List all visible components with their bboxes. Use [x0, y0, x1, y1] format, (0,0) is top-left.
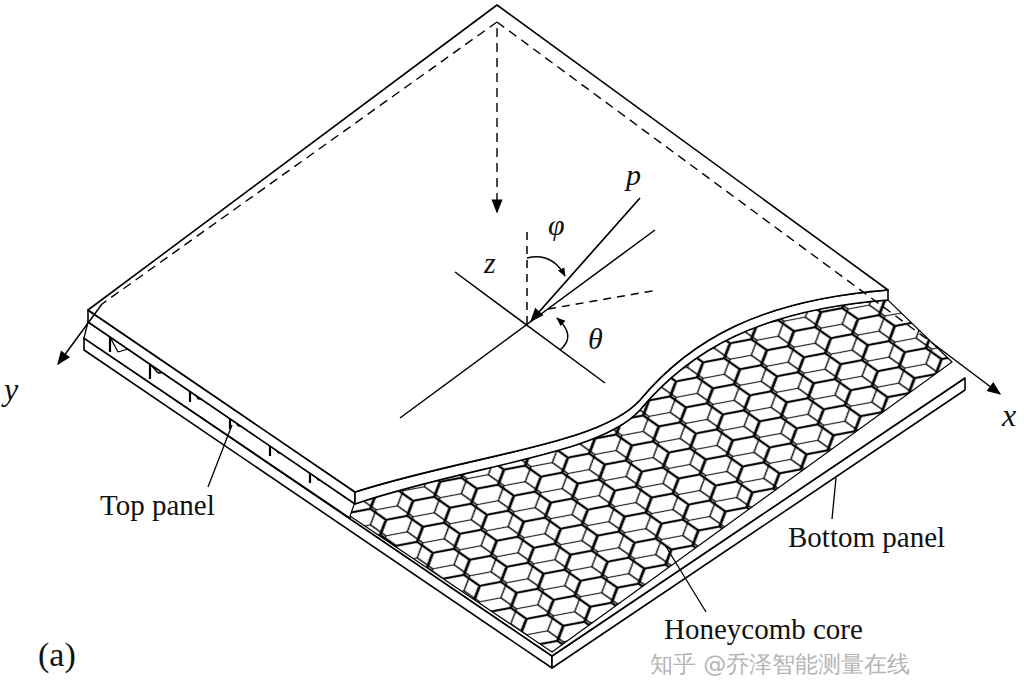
coordinate-axes — [58, 22, 1000, 394]
part-label: Honeycomb core — [662, 614, 865, 646]
watermark: 知乎 @乔泽智能测量在线 — [650, 652, 910, 677]
top-panel — [88, 5, 888, 504]
panel-letter: (a) — [38, 636, 76, 673]
angle-symbol: φ — [548, 208, 565, 241]
angle-symbol: θ — [588, 322, 603, 355]
axis-label: z — [484, 246, 496, 279]
axis-label: y — [4, 372, 18, 407]
part-label: Bottom panel — [786, 522, 947, 554]
part-label: Top panel — [98, 490, 217, 522]
axis-label: x — [1002, 398, 1016, 433]
leader-lines — [208, 425, 836, 612]
load-symbol: p — [626, 158, 641, 191]
load-direction — [400, 198, 658, 418]
